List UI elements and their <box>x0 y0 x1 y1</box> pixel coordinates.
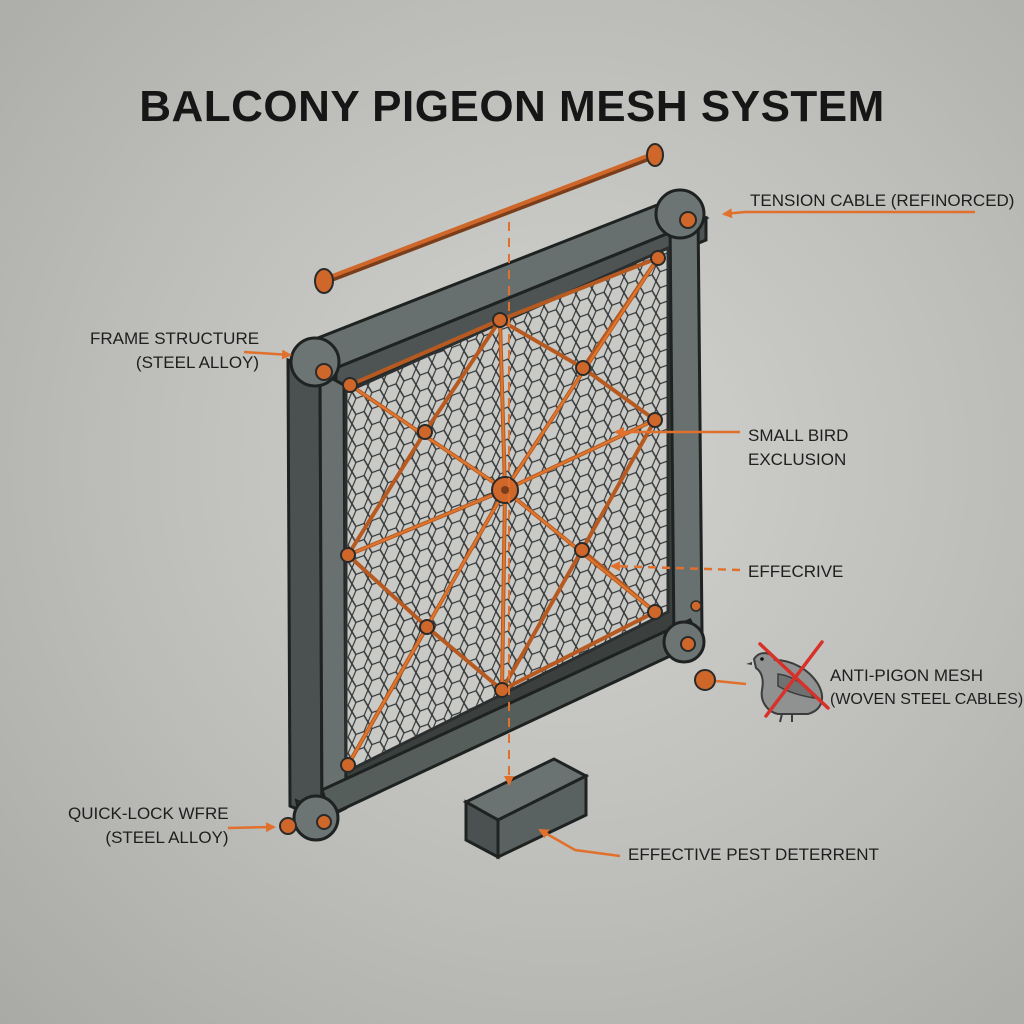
label-pest-deterrent-text: EFFECTIVE PEST DETERRENT <box>628 845 879 864</box>
label-frame-structure: FRAME STRUCTURE (STEEL ALLOY) <box>90 327 259 375</box>
center-hub <box>491 476 519 504</box>
label-anti-pigeon-line2: (WOVEN STEEL CABLES) <box>830 691 1024 708</box>
label-frame-structure-line1: FRAME STRUCTURE <box>90 329 260 348</box>
label-small-bird: SMALL BIRD EXCLUSION <box>748 424 848 472</box>
callout-arrows <box>227 208 975 858</box>
label-tension-cable: TENSION CABLE (REFINORCED) <box>750 189 1014 213</box>
label-quick-lock-line1: QUICK-LOCK WFRE <box>68 804 229 823</box>
label-small-bird-line2: EXCLUSION <box>748 450 847 469</box>
mounting-block <box>462 757 590 860</box>
label-effecrive: EFFECRIVE <box>748 560 843 584</box>
pigeon-icon <box>746 652 824 723</box>
arrow-effecrive <box>610 561 741 572</box>
arrow-anti-pigeon <box>715 679 747 686</box>
arrow-frame-structure <box>243 349 292 360</box>
corner-joint-bottom-left <box>279 794 340 842</box>
arrow-pest-deterrent <box>538 828 621 858</box>
frame-corner-joints <box>279 188 706 842</box>
corner-joint-bottom-right <box>662 600 706 664</box>
label-tension-cable-text: TENSION CABLE (REFINORCED) <box>750 191 1015 210</box>
arrow-tension-cable <box>722 208 746 219</box>
label-frame-structure-line2: (STEEL ALLOY) <box>135 353 260 372</box>
diagram-title: BALCONY PIGEON MESH SYSTEM <box>139 82 885 131</box>
label-quick-lock-line2: (STEEL ALLOY) <box>105 828 229 847</box>
cable-anchor-nodes <box>340 250 666 773</box>
arrow-quick-lock <box>227 822 276 833</box>
label-pest-deterrent: EFFECTIVE PEST DETERRENT <box>628 843 879 867</box>
prohibited-cross-icon <box>758 640 830 718</box>
label-anti-pigeon: ANTI-PIGON MESH (WOVEN STEEL CABLES) <box>830 664 1023 712</box>
mesh-panel <box>344 245 670 775</box>
corner-joint-top-right <box>654 188 706 240</box>
label-quick-lock: QUICK-LOCK WFRE (STEEL ALLOY) <box>68 802 229 850</box>
label-small-bird-line1: SMALL BIRD <box>748 426 849 445</box>
anchor-cap <box>694 669 716 691</box>
label-anti-pigeon-line1: ANTI-PIGON MESH <box>830 666 984 685</box>
tension-cable-rod <box>314 143 664 294</box>
label-effecrive-text: EFFECRIVE <box>748 562 844 581</box>
corner-joint-top-left <box>289 336 341 388</box>
